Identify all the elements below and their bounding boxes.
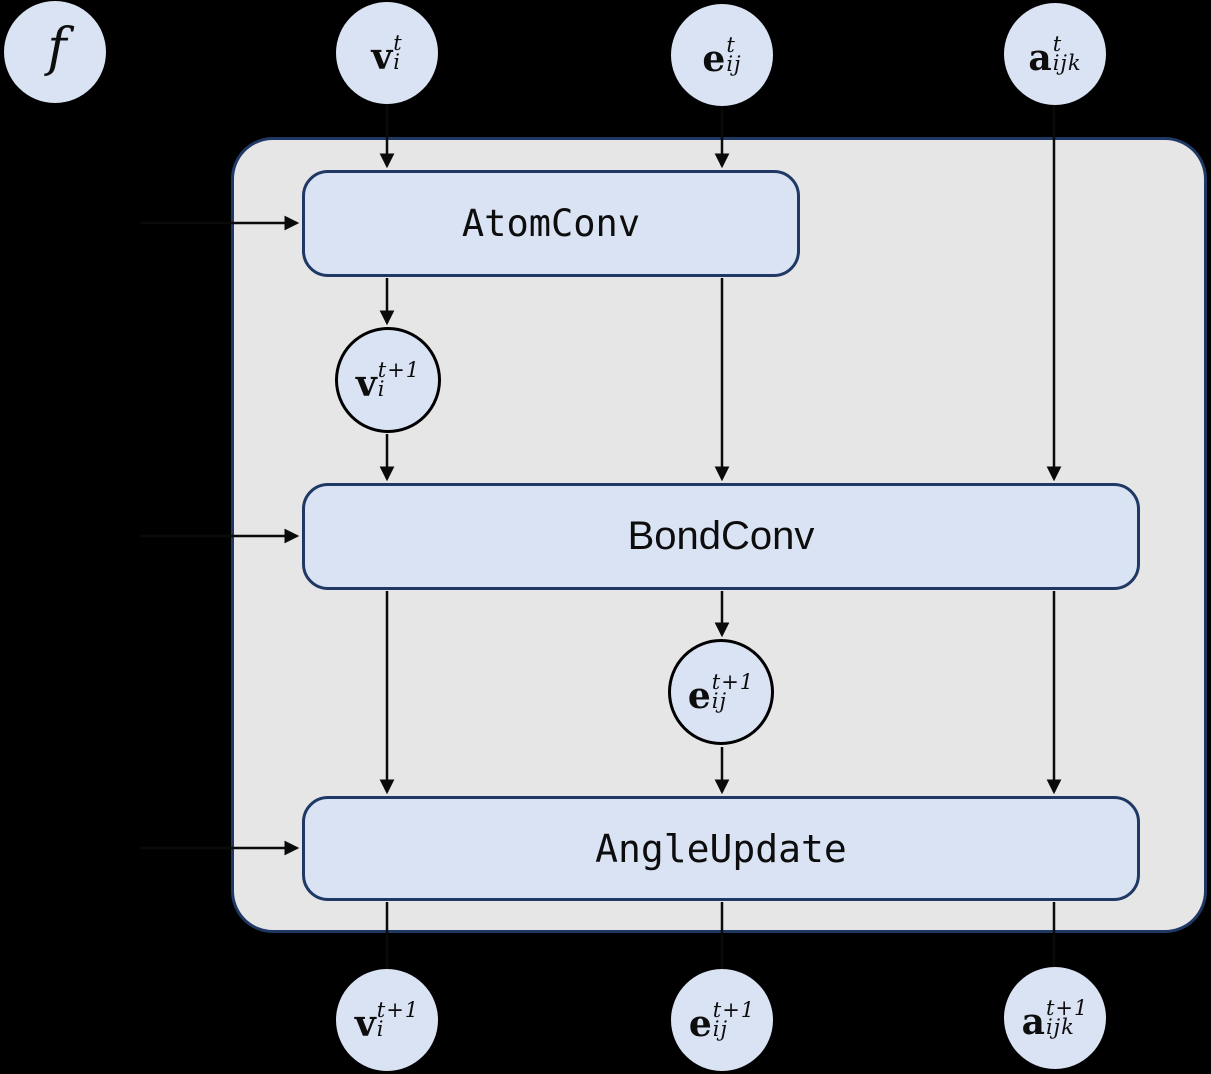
block-atomconv: AtomConv: [302, 170, 800, 277]
a-output-label: a t+1 ijk: [1021, 995, 1089, 1043]
input-node-e: e t ij: [671, 4, 773, 106]
a-input-label: a t ijk: [1028, 31, 1082, 79]
output-node-v: v t+1 i: [336, 969, 438, 1071]
input-node-v: v t i: [336, 2, 438, 104]
intermediate-node-e-next: e t+1 ij: [668, 639, 774, 745]
input-node-f: f: [4, 1, 106, 103]
v-output-label: v t+1 i: [354, 997, 420, 1045]
f-label: f: [47, 18, 67, 78]
angleupdate-label: AngleUpdate: [595, 826, 847, 871]
output-node-e: e t+1 ij: [671, 969, 773, 1071]
v-next-label: v t+1 i: [355, 357, 421, 405]
block-angleupdate: AngleUpdate: [302, 796, 1140, 901]
e-input-label: e t ij: [702, 32, 742, 80]
v-input-label: v t i: [371, 30, 403, 78]
atomconv-label: AtomConv: [461, 202, 641, 245]
input-node-a: a t ijk: [1004, 3, 1106, 105]
bondconv-label: BondConv: [627, 514, 815, 558]
e-next-label: e t+1 ij: [687, 669, 755, 717]
block-bondconv: BondConv: [302, 483, 1140, 590]
intermediate-node-v-next: v t+1 i: [335, 327, 441, 433]
e-output-label: e t+1 ij: [688, 997, 756, 1045]
output-node-a: a t+1 ijk: [1004, 967, 1106, 1069]
